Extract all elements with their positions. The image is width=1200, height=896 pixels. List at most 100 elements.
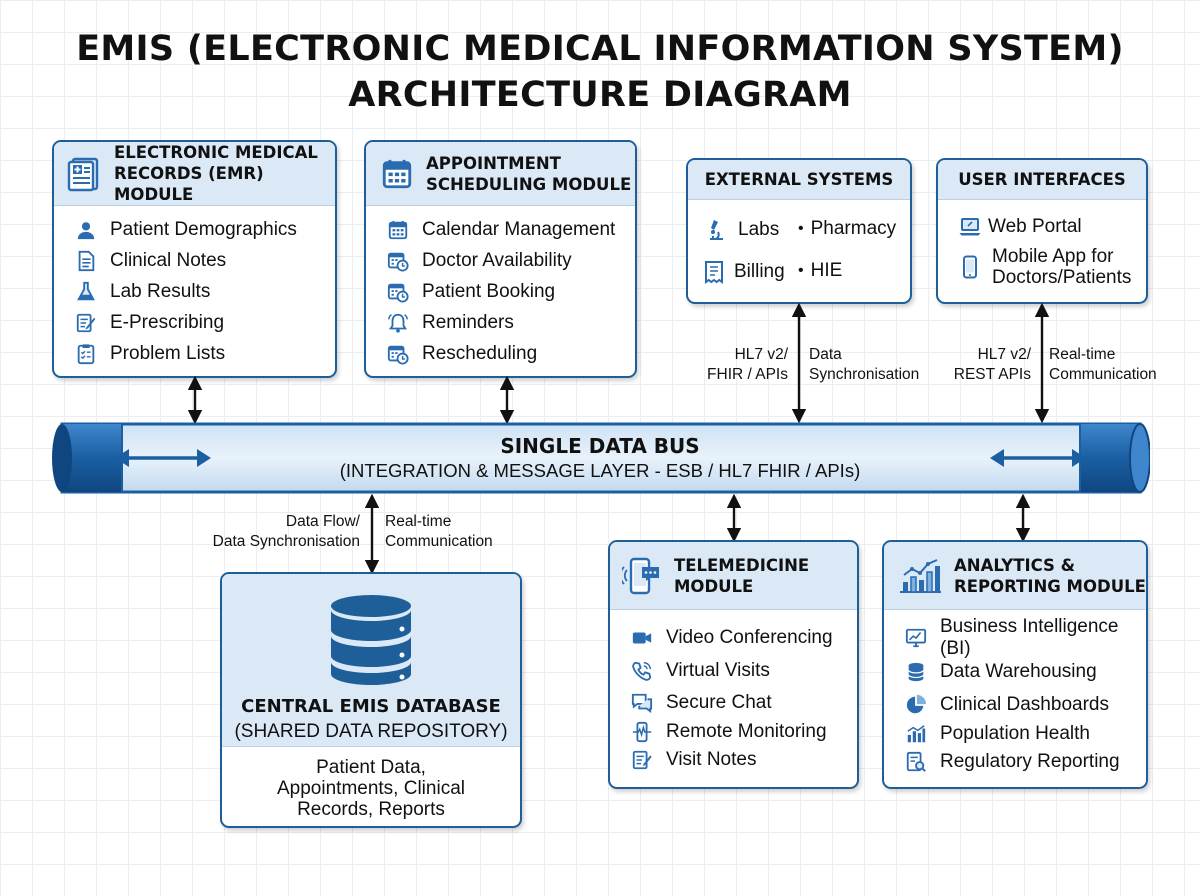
emr-item-clinical-notes[interactable]: Clinical Notes (74, 245, 335, 276)
telemedicine-item-remote-monitoring[interactable]: Remote Monitoring (630, 718, 857, 745)
analytics-module-header: ANALYTICS & REPORTING MODULE (884, 542, 1146, 610)
user-interfaces-header: USER INTERFACES (938, 160, 1146, 200)
data-bus-pipe (52, 422, 1150, 494)
telemedicine-item-video-conferencing[interactable]: Video Conferencing (630, 621, 857, 654)
emr-item-e-prescribing[interactable]: E-Prescribing (74, 307, 335, 338)
bell-icon (386, 311, 410, 335)
appointment-item-doctor-availability[interactable]: Doctor Availability (386, 245, 635, 276)
analytics-item-population-health[interactable]: Population Health (904, 720, 1146, 747)
ui-realtime-label: Real-time Communication (1049, 346, 1157, 383)
appointment-item-reminders[interactable]: Reminders (386, 307, 635, 338)
telemedicine-item-secure-chat[interactable]: Secure Chat (630, 687, 857, 718)
page-title: EMIS (ELECTRONIC MEDICAL INFORMATION SYS… (0, 26, 1200, 118)
analytics-item-regulatory-reporting[interactable]: Regulatory Reporting (904, 747, 1146, 776)
emr-item-label: Problem Lists (110, 342, 226, 364)
external-item-billing[interactable]: Billing (702, 260, 785, 284)
emr-item-label: Patient Demographics (110, 218, 297, 240)
bus-arrow-right (990, 449, 1086, 467)
analytics-item-label: Population Health (940, 722, 1090, 744)
flask-icon (74, 280, 98, 304)
emr-item-patient-demographics[interactable]: Patient Demographics (74, 214, 335, 245)
telemedicine-item-label: Remote Monitoring (666, 720, 827, 742)
analytics-module-box[interactable]: ANALYTICS & REPORTING MODULE Business In… (882, 540, 1148, 789)
bar-chart-icon (898, 558, 942, 594)
analytics-module-title: ANALYTICS & REPORTING MODULE (954, 555, 1146, 596)
appointment-item-label: Doctor Availability (422, 249, 572, 271)
database-icon (222, 574, 520, 686)
analytics-item-label: Clinical Dashboards (940, 693, 1109, 715)
chat-icon (630, 691, 654, 715)
smartphone-icon (958, 255, 982, 279)
person-icon (74, 218, 98, 242)
central-database-box[interactable]: CENTRAL EMIS DATABASE (SHARED DATA REPOS… (220, 572, 522, 828)
receipt-icon (702, 260, 726, 284)
appointment-item-label: Reminders (422, 311, 514, 333)
ui-protocol-label: HL7 v2/ REST APIs (953, 346, 1031, 383)
external-systems-list: Labs • Pharmacy Billing •HIE (688, 200, 910, 300)
telemedicine-item-label: Video Conferencing (666, 626, 833, 648)
analytics-item-label: Regulatory Reporting (940, 750, 1120, 772)
telemedicine-module-box[interactable]: TELEMEDICINE MODULE Video Conferencing V… (608, 540, 859, 789)
appointment-module-box[interactable]: APPOINTMENT SCHEDULING MODULE Calendar M… (364, 140, 637, 378)
arrow-external-bus (791, 303, 807, 423)
data-bus-title: SINGLE DATA BUS (500, 434, 700, 458)
appointment-item-rescheduling[interactable]: Rescheduling (386, 338, 635, 369)
emr-item-lab-results[interactable]: Lab Results (74, 276, 335, 307)
external-sync-label: Data Synchronisation (809, 346, 920, 383)
user-interfaces-list: Web Portal Mobile App for Doctors/Patien… (938, 200, 1146, 292)
telemedicine-item-visit-notes[interactable]: Visit Notes (630, 745, 857, 774)
page-title-line2: ARCHITECTURE DIAGRAM (348, 75, 852, 115)
bullet-icon: • (798, 220, 804, 237)
medical-record-icon (66, 156, 102, 192)
appointment-module-title: APPOINTMENT SCHEDULING MODULE (426, 153, 632, 194)
appointment-item-label: Calendar Management (422, 218, 616, 240)
calendar-clock-icon (386, 249, 410, 273)
monitoring-icon (630, 720, 654, 744)
database-flow-label: Data Flow/ Data Synchronisation (212, 513, 360, 550)
ui-item-web-portal[interactable]: Web Portal (958, 214, 1146, 240)
analytics-item-label: Data Warehousing (940, 661, 1097, 682)
external-item-pharmacy[interactable]: • Pharmacy (798, 218, 896, 240)
analytics-item-label: Business Intelligence (BI) (940, 616, 1119, 659)
emr-module-box[interactable]: ELECTRONIC MEDICAL RECORDS (EMR) MODULE … (52, 140, 337, 378)
appointment-item-list: Calendar Management Doctor Availability … (366, 206, 635, 369)
arrow-ui-bus (1034, 303, 1050, 423)
ui-item-mobile-app[interactable]: Mobile App for Doctors/Patients (958, 242, 1146, 292)
emr-item-label: Lab Results (110, 280, 211, 302)
appointment-item-label: Patient Booking (422, 280, 556, 302)
ui-item-label: Web Portal (988, 216, 1082, 237)
external-systems-box[interactable]: EXTERNAL SYSTEMS Labs •Pharmacy Billing … (686, 158, 912, 304)
user-interfaces-box[interactable]: USER INTERFACES Web Portal Mobile App fo… (936, 158, 1148, 304)
video-camera-icon (630, 626, 654, 650)
emr-item-label: Clinical Notes (110, 249, 227, 271)
telemedicine-item-list: Video Conferencing Virtual Visits Secure… (610, 610, 857, 774)
appointment-module-header: APPOINTMENT SCHEDULING MODULE (366, 142, 635, 206)
external-item-label: Billing (734, 261, 785, 282)
analytics-item-clinical-dashboards[interactable]: Clinical Dashboards (904, 689, 1146, 720)
telemedicine-module-header: TELEMEDICINE MODULE (610, 542, 857, 610)
telemedicine-item-virtual-visits[interactable]: Virtual Visits (630, 654, 857, 687)
calendar-clock-icon (386, 280, 410, 304)
analytics-item-data-warehousing[interactable]: Data Warehousing (904, 655, 1146, 689)
emr-item-problem-lists[interactable]: Problem Lists (74, 338, 335, 369)
bar-chart-icon (904, 722, 928, 746)
external-item-hie[interactable]: •HIE (798, 260, 842, 282)
notes-icon (630, 748, 654, 772)
external-item-labs[interactable]: Labs (704, 218, 779, 242)
analytics-item-business-intelligence[interactable]: Business Intelligence (BI) (904, 616, 1146, 659)
document-icon (74, 249, 98, 273)
prescription-pen-icon (74, 311, 98, 335)
external-protocol-label: HL7 v2/ FHIR / APIs (707, 346, 788, 383)
bullet-icon: • (798, 262, 804, 279)
page-title-line1: EMIS (ELECTRONIC MEDICAL INFORMATION SYS… (76, 29, 1124, 69)
emr-item-list: Patient Demographics Clinical Notes Lab … (54, 206, 335, 369)
telemedicine-item-label: Visit Notes (666, 748, 757, 770)
database-realtime-label: Real-time Communication (385, 513, 493, 550)
microscope-icon (704, 218, 728, 242)
appointment-item-calendar-management[interactable]: Calendar Management (386, 214, 635, 245)
appointment-item-patient-booking[interactable]: Patient Booking (386, 276, 635, 307)
data-bus-subtitle: (INTEGRATION & MESSAGE LAYER - ESB / HL7… (339, 460, 861, 481)
monitor-chart-icon (904, 626, 928, 650)
external-item-label: Pharmacy (810, 218, 897, 239)
central-database-subtitle: (SHARED DATA REPOSITORY) (234, 721, 508, 742)
